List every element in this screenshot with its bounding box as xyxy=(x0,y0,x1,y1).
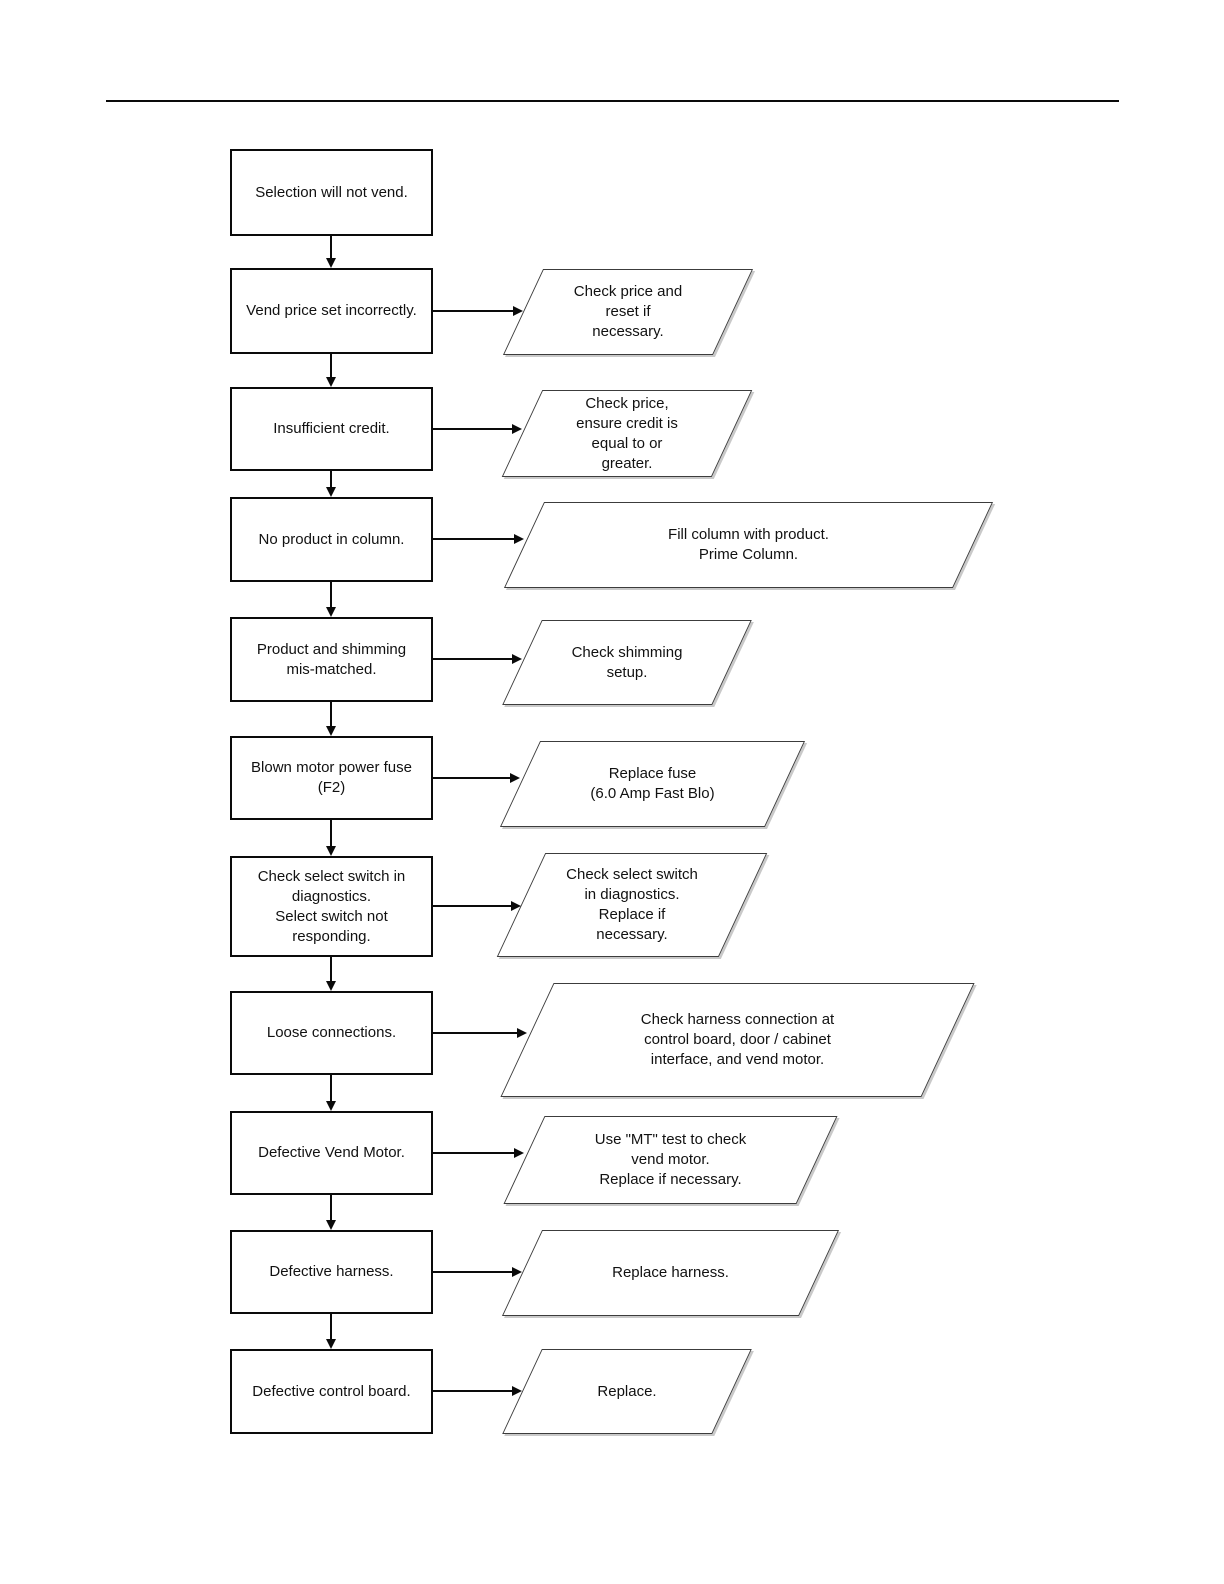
cause-node-selection-will-not-vend: Selection will not vend. xyxy=(230,149,433,236)
cause-node-no-product-in-column: No product in column. xyxy=(230,497,433,582)
cause-node-blown-motor-fuse: Blown motor power fuse (F2) xyxy=(230,736,433,820)
down-arrow-9 xyxy=(330,1195,332,1220)
right-arrow-3 xyxy=(433,538,514,540)
cause-node-shimming-mismatched: Product and shimming mis-matched. xyxy=(230,617,433,702)
right-arrow-7 xyxy=(433,1032,517,1034)
action-label: Check price, ensure credit is equal to o… xyxy=(576,394,678,472)
action-label: Use "MT" test to check vend motor. Repla… xyxy=(594,1131,747,1188)
action-node-check-harness-connection: Check harness connection at control boar… xyxy=(500,983,975,1097)
action-label: Replace. xyxy=(597,1382,657,1400)
down-arrow-5 xyxy=(330,702,332,726)
right-arrow-1 xyxy=(433,310,513,312)
action-node-mt-test: Use "MT" test to check vend motor. Repla… xyxy=(503,1116,838,1204)
page-header-rule xyxy=(106,100,1119,102)
cause-node-defective-vend-motor: Defective Vend Motor. xyxy=(230,1111,433,1195)
action-label: Replace harness. xyxy=(612,1264,729,1281)
action-label: Check shimming setup. xyxy=(571,643,683,681)
action-node-check-select-switch: Check select switch in diagnostics. Repl… xyxy=(496,853,768,957)
right-arrow-10 xyxy=(433,1390,512,1392)
down-arrow-6 xyxy=(330,820,332,846)
cause-node-vend-price-incorrect: Vend price set incorrectly. xyxy=(230,268,433,354)
action-node-check-price-reset: Check price and reset if necessary. xyxy=(502,269,754,355)
action-label: Check price and reset if necessary. xyxy=(573,283,683,340)
action-label: Check harness connection at control boar… xyxy=(640,1011,835,1068)
down-arrow-4 xyxy=(330,582,332,607)
action-label: Check select switch in diagnostics. Repl… xyxy=(566,866,698,943)
right-arrow-9 xyxy=(433,1271,512,1273)
cause-node-select-switch: Check select switch in diagnostics. Sele… xyxy=(230,856,433,957)
down-arrow-10 xyxy=(330,1314,332,1339)
right-arrow-4 xyxy=(433,658,512,660)
right-arrow-6 xyxy=(433,905,511,907)
right-arrow-2 xyxy=(433,428,512,430)
right-arrow-8 xyxy=(433,1152,514,1154)
action-label: Replace fuse (6.0 Amp Fast Blo) xyxy=(590,765,715,802)
cause-node-defective-harness: Defective harness. xyxy=(230,1230,433,1314)
action-node-replace-fuse: Replace fuse (6.0 Amp Fast Blo) xyxy=(499,741,806,827)
action-node-check-price-credit: Check price, ensure credit is equal to o… xyxy=(501,390,753,477)
right-arrow-5 xyxy=(433,777,510,779)
down-arrow-8 xyxy=(330,1075,332,1101)
down-arrow-2 xyxy=(330,354,332,377)
action-node-fill-column: Fill column with product. Prime Column. xyxy=(503,502,994,588)
cause-node-loose-connections: Loose connections. xyxy=(230,991,433,1075)
action-node-check-shimming: Check shimming setup. xyxy=(502,620,752,705)
down-arrow-1 xyxy=(330,236,332,258)
action-node-replace-harness: Replace harness. xyxy=(501,1230,840,1316)
down-arrow-7 xyxy=(330,957,332,981)
action-label: Fill column with product. Prime Column. xyxy=(668,526,829,563)
action-node-replace-board: Replace. xyxy=(502,1349,752,1434)
down-arrow-3 xyxy=(330,471,332,487)
cause-node-insufficient-credit: Insufficient credit. xyxy=(230,387,433,471)
cause-node-defective-control-board: Defective control board. xyxy=(230,1349,433,1434)
